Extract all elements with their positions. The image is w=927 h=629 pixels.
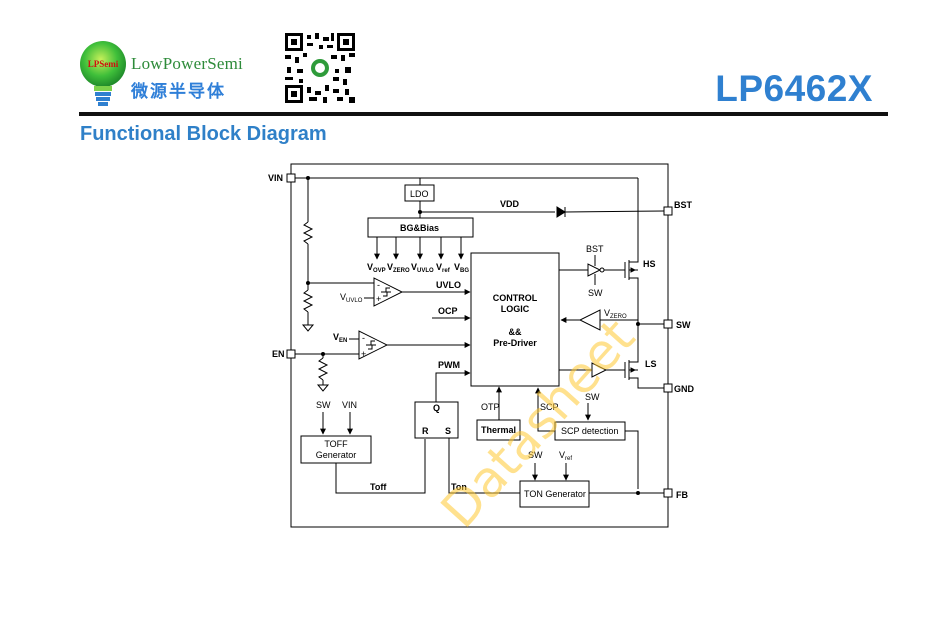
vbg-label: VBG (454, 262, 469, 274)
pwm-label: PWM (438, 360, 460, 370)
control-label-1: CONTROL (493, 293, 538, 303)
ton-generator-block (519, 480, 590, 508)
ls-driver (591, 362, 608, 378)
pin-label-fb: FB (676, 490, 688, 500)
uvlo-signal-label: UVLO (436, 280, 461, 290)
hs-sw-label: SW (588, 288, 603, 298)
toff-label-1: TOFF (324, 439, 348, 449)
pin-label-sw: SW (676, 320, 691, 330)
brand-name-chinese: 微源半导体 (131, 82, 226, 102)
uvlo-minus: - (377, 280, 380, 290)
toff-sw-label: SW (316, 400, 331, 410)
control-label-4: Pre-Driver (493, 338, 537, 348)
hs-driver (587, 263, 602, 277)
scp-detection-label: SCP detection (561, 426, 618, 436)
uvlo-plus: + (376, 294, 381, 304)
en-plus: + (361, 349, 366, 359)
pin-vin (286, 173, 296, 183)
ton-sw-label: SW (528, 450, 543, 460)
control-label-3: && (509, 327, 522, 337)
pin-label-gnd: GND (674, 384, 695, 394)
toff-vin-label: VIN (342, 400, 357, 410)
header-divider (79, 112, 888, 116)
vdd-label: VDD (500, 199, 520, 209)
pin-bst (663, 206, 673, 216)
control-logic-block (470, 252, 560, 387)
vuvlo-ref-label: VUVLO (411, 262, 434, 274)
chip-boundary (290, 163, 669, 528)
part-number: LP6462X (715, 68, 873, 109)
scp-label: SCP (540, 402, 559, 412)
ton-vref-label: Vref (559, 450, 572, 462)
block-diagram: VIN EN BST SW GND FB LDO VDD BG&Bias VOV… (268, 163, 695, 528)
company-logo: LPSemi (80, 41, 126, 106)
pin-sw (663, 319, 673, 329)
en-minus: - (362, 333, 365, 343)
ven-label: VEN (333, 332, 347, 344)
hs-bst-label: BST (586, 244, 604, 254)
latch-s-label: S (445, 426, 451, 436)
otp-label: OTP (481, 402, 500, 412)
bootstrap-diode (556, 206, 566, 218)
latch-q-label: Q (433, 403, 440, 413)
vref-label: Vref (436, 262, 451, 274)
bg-bias-label: BG&Bias (400, 223, 439, 233)
pin-en (286, 349, 296, 359)
logo-badge: LPSemi (88, 59, 119, 69)
pin-label-vin: VIN (268, 173, 283, 183)
latch-r-label: R (422, 426, 429, 436)
scp-sw-label: SW (585, 392, 600, 402)
pin-gnd (663, 383, 673, 393)
pin-fb (663, 488, 673, 498)
vzero-label: VZERO (387, 262, 410, 274)
ton-generator-label: TON Generator (524, 489, 586, 499)
section-title: Functional Block Diagram (80, 123, 327, 145)
qr-code (285, 33, 355, 103)
hs-label: HS (643, 259, 656, 269)
vuvlo-input-label: VUVLO (340, 292, 363, 304)
toff-signal-label: Toff (370, 482, 387, 492)
brand-name-latin: LowPowerSemi (131, 54, 243, 73)
ocp-signal-label: OCP (438, 306, 458, 316)
ton-signal-label: Ton (451, 482, 467, 492)
thermal-label: Thermal (481, 425, 516, 435)
ldo-label: LDO (410, 189, 429, 199)
bulb-icon (80, 41, 126, 87)
vzero-zcd-label: VZERO (604, 308, 627, 320)
pin-label-en: EN (272, 349, 285, 359)
control-label-2: LOGIC (501, 304, 530, 314)
toff-label-2: Generator (316, 450, 357, 460)
ls-label: LS (645, 359, 657, 369)
vovp-label: VOVP (367, 262, 386, 274)
pin-label-bst: BST (674, 200, 693, 210)
